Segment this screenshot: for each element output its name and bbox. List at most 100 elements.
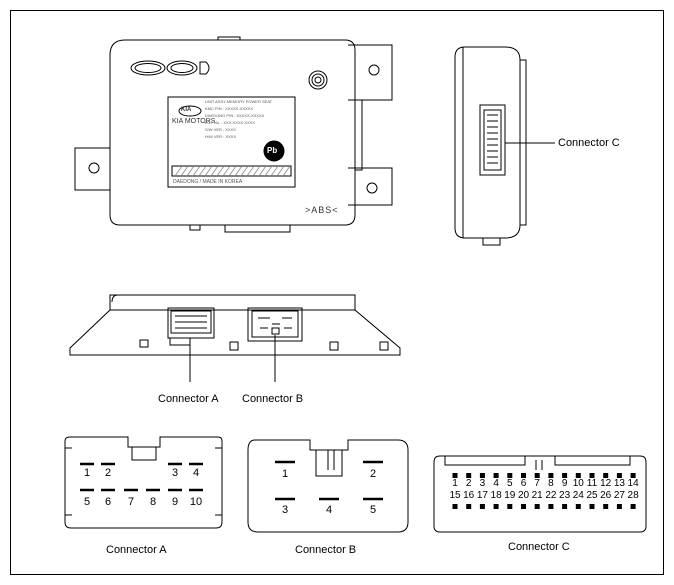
connector-c-pin-square (479, 473, 485, 478)
connector-a-pins (80, 462, 203, 492)
connector-c-pin: 20 (517, 490, 530, 501)
label-connector-c-leader: Connector C (558, 137, 620, 149)
connector-c-pin-square (603, 473, 609, 478)
connector-c-pin-square (493, 473, 499, 478)
connector-c-pin-square (548, 473, 554, 478)
connector-c-pin: 19 (504, 490, 516, 501)
connector-c-pin-square (603, 504, 609, 509)
connector-b-face (247, 439, 409, 533)
connector-a-pin: 3 (171, 467, 179, 479)
label-kia-logo-text: KIA (181, 107, 192, 113)
connector-c-pin: 18 (490, 490, 502, 501)
connector-c-pin: 6 (520, 478, 527, 489)
connector-c-pin-square (507, 473, 513, 478)
ecu-bottom-view (69, 294, 401, 382)
connector-a-pin: 8 (149, 496, 157, 508)
connector-b-pin: 4 (325, 504, 333, 516)
connector-c-pin-square (521, 504, 526, 509)
abs-mark: >ABS< (305, 205, 339, 215)
label-line1: UNIT ASSY-MEMORY POWER SEAT (205, 99, 273, 104)
label-footer: DAEDONG / MADE IN KOREA (173, 179, 243, 185)
connector-c-pin-square (466, 504, 472, 509)
connector-c-pins-bottom (452, 504, 636, 509)
connector-c-pin: 13 (613, 478, 625, 489)
connector-c-pin: 8 (548, 478, 554, 489)
ecu-front-view (74, 36, 393, 233)
connector-c-pin: 1 (452, 478, 458, 489)
connector-c-pin-square (466, 473, 472, 478)
connector-c-pin-square (589, 504, 595, 509)
ecu-side-view (454, 46, 555, 246)
connector-b-pins (275, 460, 383, 501)
connector-c-pin: 27 (613, 490, 625, 501)
label-line2: KMC P/N : XXXXX-XXXXX (205, 106, 254, 111)
connector-a-pin: 2 (104, 467, 112, 479)
connector-c-pin: 7 (534, 478, 540, 489)
connector-c-pin: 23 (559, 490, 571, 501)
diagram-frame (10, 10, 664, 575)
connector-c-pin-square (616, 504, 622, 509)
caption-connector-c: Connector C (508, 541, 570, 553)
connector-c-pin-square (630, 504, 636, 509)
connector-c-pin-square (534, 473, 540, 478)
connector-a-face (64, 436, 223, 529)
connector-c-pin-square (479, 504, 485, 509)
connector-c-pin: 24 (572, 490, 584, 501)
label-line4: LOT No. : XXX XXXX XXXX (205, 120, 255, 125)
connector-c-pin-square (521, 473, 526, 478)
connector-c-pins-top (452, 473, 636, 478)
connector-a-pin: 10 (189, 496, 203, 508)
connector-a-pin: 1 (83, 467, 91, 479)
connector-b-pin: 5 (369, 504, 377, 516)
label-brand: KIA MOTORS (172, 118, 216, 125)
connector-c-pin-square (562, 504, 568, 509)
hatch-lines (174, 165, 291, 177)
connector-c-pin-square (452, 473, 458, 478)
connector-a-pin: 6 (104, 496, 112, 508)
connector-c-pin: 12 (600, 478, 612, 489)
connector-c-pin: 11 (586, 478, 598, 489)
connector-c-pin: 9 (561, 478, 568, 489)
connector-a-pin: 7 (127, 496, 135, 508)
connector-c-pin: 15 (449, 490, 461, 501)
connector-c-pin: 3 (479, 478, 486, 489)
connector-c-pin-square (534, 504, 540, 509)
label-line5: S/W VER : XXXX (205, 127, 236, 132)
connector-c-pin: 16 (463, 490, 475, 501)
label-line3: DAEDONG P/N : XXXXX-XXXXX (205, 113, 265, 118)
connector-c-pin: 21 (531, 490, 543, 501)
connector-c-pin: 28 (627, 490, 639, 501)
label-line6: H/W VER : XXXX (205, 134, 237, 139)
connector-a-pin: 9 (171, 496, 179, 508)
connector-b-pin: 1 (281, 468, 289, 480)
connector-b-pin: 2 (369, 468, 377, 480)
connector-c-pin-square (575, 473, 581, 478)
connector-c-pin-square (507, 504, 513, 509)
connector-a-pin: 4 (192, 467, 200, 479)
connector-c-pin: 5 (507, 478, 513, 489)
connector-c-pin: 26 (600, 490, 612, 501)
connector-c-pin-square (630, 473, 636, 478)
connector-c-face (433, 455, 647, 533)
connector-c-pin: 10 (572, 478, 584, 489)
connector-c-pin-square (452, 504, 458, 509)
connector-c-pin-square (548, 504, 554, 509)
connector-c-pin: 22 (545, 490, 557, 501)
pb-mark: Pb (267, 146, 278, 155)
connector-a-pin: 5 (83, 496, 91, 508)
caption-connector-a: Connector A (106, 544, 167, 556)
connector-c-pin: 17 (476, 490, 488, 501)
connector-c-pin-square (493, 504, 499, 509)
caption-connector-b: Connector B (295, 544, 357, 556)
connector-c-pin: 2 (465, 478, 472, 489)
connector-c-pin-square (616, 473, 622, 478)
connector-b-pin: 3 (281, 504, 289, 516)
connector-c-pin-square (589, 473, 595, 478)
label-connector-b-leader: Connector B (242, 393, 304, 405)
connector-c-pin: 14 (627, 478, 639, 489)
connector-c-pin: 4 (493, 478, 499, 489)
connector-c-pin-square (562, 473, 568, 478)
connector-c-pin: 25 (586, 490, 598, 501)
label-connector-a-leader: Connector A (158, 393, 219, 405)
